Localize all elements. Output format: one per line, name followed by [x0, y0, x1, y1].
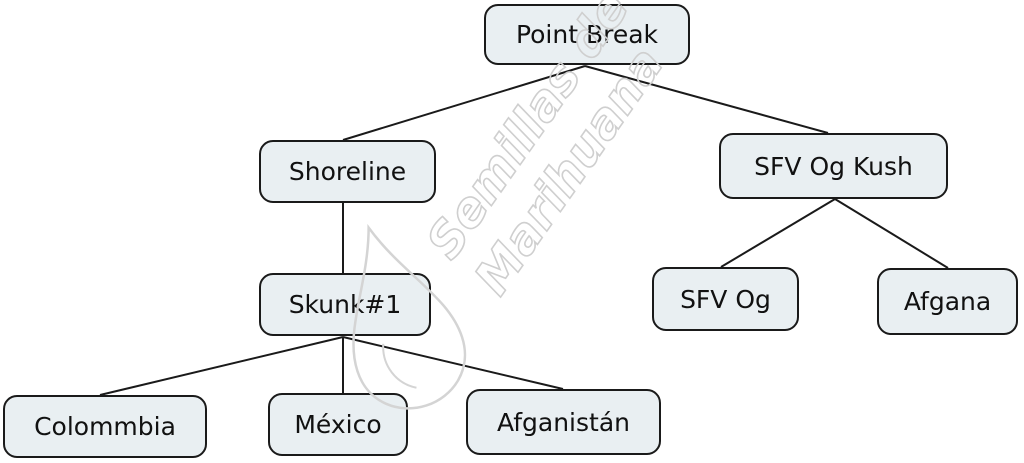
node-sfv-og[interactable]: SFV Og	[652, 267, 799, 331]
edge-skunk-colommbia	[99, 336, 344, 396]
node-sfv-og-kush[interactable]: SFV Og Kush	[719, 133, 948, 199]
node-shoreline[interactable]: Shoreline	[259, 140, 436, 203]
node-afgana[interactable]: Afgana	[877, 268, 1018, 335]
node-point-break[interactable]: Point Break	[484, 4, 690, 65]
edge-skunk-afganistan	[342, 336, 564, 390]
node-colommbia[interactable]: Colommbia	[3, 395, 207, 458]
node-mexico[interactable]: México	[268, 393, 408, 456]
node-skunk-1[interactable]: Skunk#1	[259, 273, 431, 336]
node-afganistan[interactable]: Afganistán	[466, 389, 661, 455]
edge-sfvogkush-afgana	[834, 198, 949, 269]
edge-pointbreak-sfvogkush	[584, 65, 829, 134]
edge-pointbreak-shoreline	[342, 65, 586, 141]
edge-sfvogkush-sfvog	[720, 198, 836, 268]
